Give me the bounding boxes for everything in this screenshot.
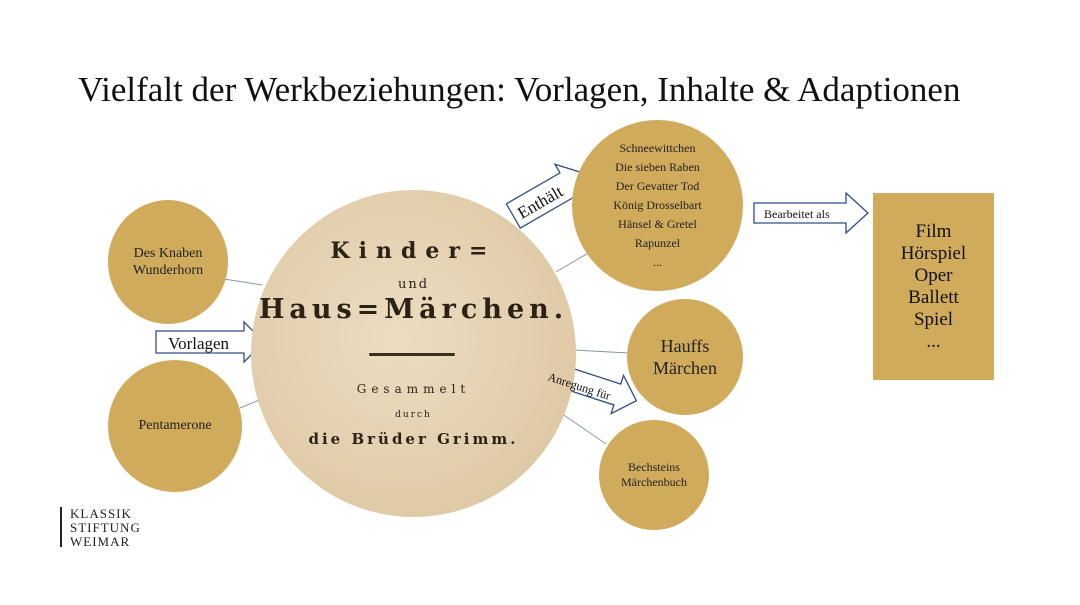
label-anregung: Anregung für bbox=[546, 369, 612, 402]
adaptations-list: Film Hörspiel Oper Ballett Spiel ... bbox=[900, 220, 967, 352]
circle-bechsteins-maerchenbuch: Bechsteins Märchenbuch bbox=[599, 420, 709, 530]
cover-line-brueder-grimm: die Brüder Grimm. bbox=[308, 430, 519, 448]
bechstein-label: Bechsteins Märchenbuch bbox=[621, 460, 687, 489]
connector-hauff bbox=[573, 349, 629, 354]
knaben-label: Des Knaben Wunderhorn bbox=[132, 245, 204, 279]
circle-contents: Schneewittchen Die sieben Raben Der Geva… bbox=[572, 120, 743, 291]
connector-schneewittchen bbox=[555, 251, 591, 273]
label-enthaelt: Enthält bbox=[514, 182, 566, 223]
slide-title: Vielfalt der Werkbeziehungen: Vorlagen, … bbox=[78, 70, 961, 109]
klassik-stiftung-logo: KLASSIK STIFTUNG WEIMAR bbox=[60, 506, 141, 549]
circle-des-knaben-wunderhorn: Des Knaben Wunderhorn bbox=[108, 200, 228, 324]
adaptations-box: Film Hörspiel Oper Ballett Spiel ... bbox=[873, 193, 994, 380]
logo-line-1: KLASSIK bbox=[70, 506, 132, 521]
circle-hauffs-maerchen: Hauffs Märchen bbox=[627, 299, 743, 415]
circle-pentamerone: Pentamerone bbox=[108, 360, 242, 492]
logo-line-2: STIFTUNG bbox=[70, 520, 141, 535]
cover-line-und: und bbox=[397, 277, 430, 292]
book-cover-image: Kinder= und Haus=Märchen. Gesammelt durc… bbox=[251, 190, 576, 517]
pentamerone-label: Pentamerone bbox=[138, 418, 212, 434]
hauff-label: Hauffs Märchen bbox=[653, 335, 717, 379]
cover-line-gesammelt: Gesammelt bbox=[356, 382, 471, 396]
label-bearbeitet: Bearbeitet als bbox=[764, 207, 830, 221]
logo-line-3: WEIMAR bbox=[70, 534, 131, 549]
cover-line-durch: durch bbox=[395, 410, 432, 420]
arrow-bearbeitet bbox=[753, 191, 869, 235]
cover-rule bbox=[369, 353, 455, 356]
connector-knaben bbox=[223, 278, 263, 286]
contents-list: Schneewittchen Die sieben Raben Der Geva… bbox=[613, 141, 702, 269]
cover-line-kinder: Kinder= bbox=[330, 238, 497, 264]
cover-line-hausmaerchen: Haus=Märchen. bbox=[258, 294, 569, 325]
label-vorlagen: Vorlagen bbox=[168, 334, 230, 353]
connector-bechstein bbox=[557, 410, 607, 445]
